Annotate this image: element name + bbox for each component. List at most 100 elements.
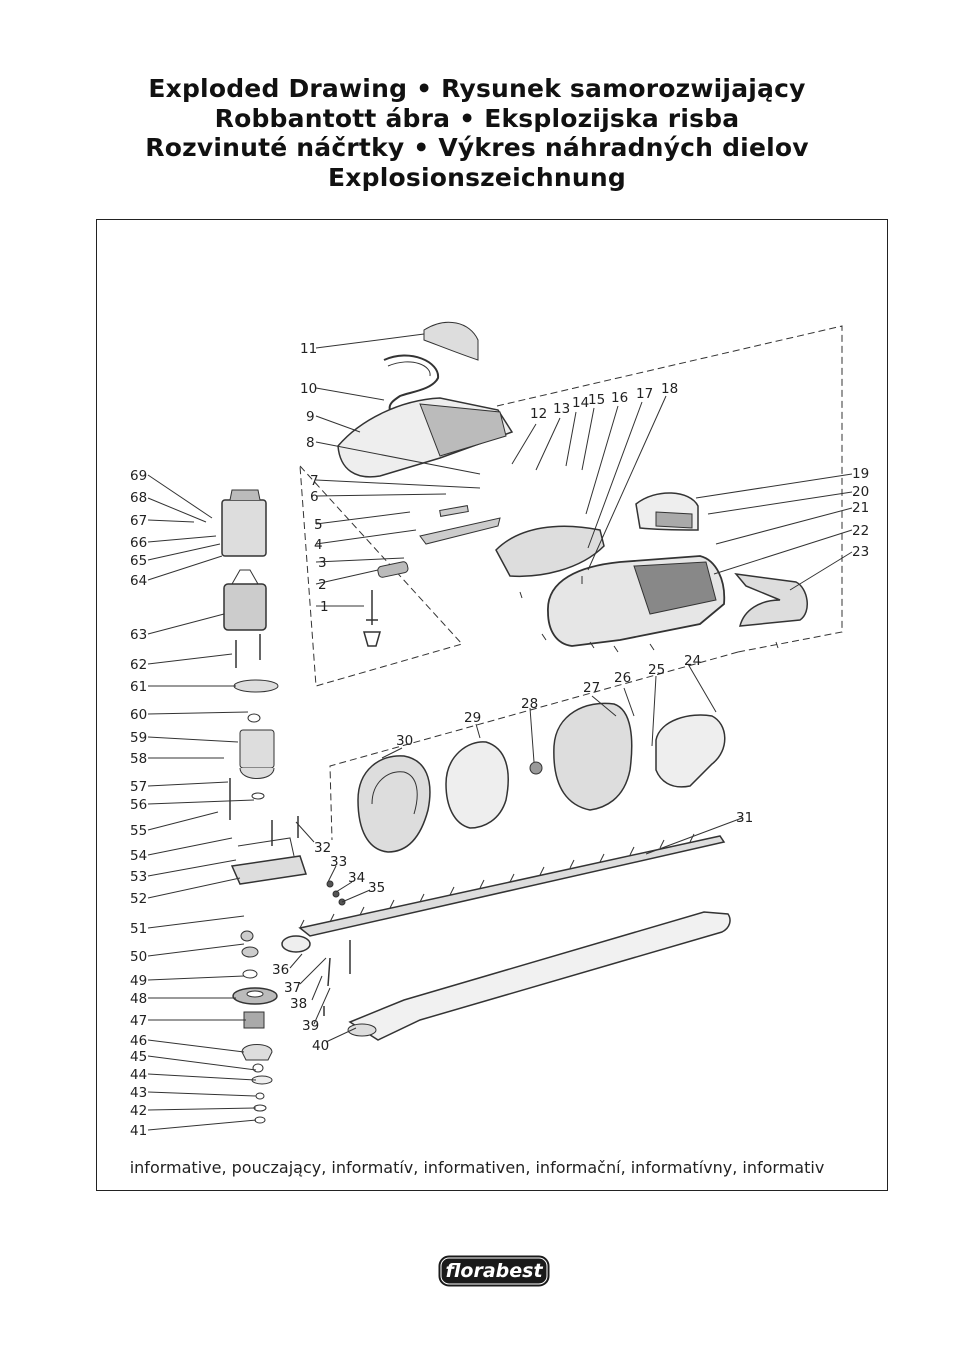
power-plug-part [363, 590, 381, 647]
part-label: 55 [130, 823, 147, 839]
strip-4-part [419, 517, 501, 545]
part-label: 66 [130, 535, 147, 551]
part-label: 14 [572, 395, 589, 411]
blade-ring-part [281, 935, 311, 953]
part-label: 31 [736, 810, 753, 826]
part-label: 11 [300, 341, 317, 357]
part-label: 69 [130, 468, 147, 484]
title-line-1: Exploded Drawing • Rysunek samorozwijają… [148, 74, 806, 103]
part-label: 15 [588, 392, 605, 408]
logo-badge [438, 1255, 550, 1287]
blade-guard-part [348, 911, 731, 1041]
part-label: 23 [852, 544, 869, 560]
gear-housing-part [239, 729, 275, 769]
part-label: 21 [852, 500, 869, 516]
part-label: 2 [318, 577, 327, 593]
switch-cover-part [423, 321, 479, 361]
title-line-4: Explosionszeichnung [328, 162, 626, 192]
part-label: 19 [852, 466, 869, 482]
part-label: 12 [530, 406, 547, 422]
part-label: 28 [521, 696, 538, 712]
part-label: 22 [852, 523, 869, 539]
part-label: 65 [130, 553, 147, 569]
part-label: 68 [130, 490, 147, 506]
part-label: 32 [314, 840, 331, 856]
title-line-3: Rozvinuté náčrtky • Výkres náhradných di… [145, 133, 809, 162]
part-label: 37 [284, 980, 301, 996]
part-label: 54 [130, 848, 147, 864]
part-label: 8 [306, 435, 315, 451]
part-label: 50 [130, 949, 147, 965]
part-label: 57 [130, 779, 147, 795]
logo-text: florabest [445, 1260, 543, 1282]
part-label: 45 [130, 1049, 147, 1065]
part-label: 4 [314, 537, 323, 553]
part-label: 62 [130, 657, 147, 673]
part-label: 47 [130, 1013, 147, 1029]
gear-carrier-part [230, 855, 307, 885]
part-label: 61 [130, 679, 147, 695]
part-label: 41 [130, 1123, 147, 1139]
bearing-plate-part [233, 679, 279, 693]
part-label: 42 [130, 1103, 147, 1119]
handle-half-29-part [445, 741, 509, 829]
part-label: 48 [130, 991, 147, 1007]
part-label: 44 [130, 1067, 147, 1083]
part-label: 18 [661, 381, 678, 397]
part-label: 17 [636, 386, 653, 402]
assembly-dashed-handle [329, 651, 739, 841]
spring-part [243, 1011, 265, 1029]
florabest-logo: florabest [438, 1255, 550, 1287]
part-label: 52 [130, 891, 147, 907]
assembly-dashed-right [496, 325, 843, 653]
title-line-2: Robbantott ábra • Eksplozijska risba [214, 103, 740, 133]
armature-part [223, 583, 267, 631]
part-label: 25 [648, 662, 665, 678]
inner-housing-part [495, 525, 605, 578]
part-label: 64 [130, 573, 147, 589]
drawing-frame [96, 219, 888, 1191]
part-label: 33 [330, 854, 347, 870]
part-label: 30 [396, 733, 413, 749]
part-label: 40 [312, 1038, 329, 1054]
part-label: 24 [684, 653, 701, 669]
footer-note: informative, pouczający, informatív, inf… [129, 1158, 825, 1177]
part-label: 46 [130, 1033, 147, 1049]
part-label: 51 [130, 921, 147, 937]
part-label: 56 [130, 797, 147, 813]
part-label: 53 [130, 869, 147, 885]
cable-sleeve-part [377, 561, 409, 578]
knob-28-part [529, 761, 543, 775]
part-label: 39 [302, 1018, 319, 1034]
handle-grip-30-part [357, 755, 431, 853]
front-handle-part [383, 354, 440, 411]
part-label: 60 [130, 707, 147, 723]
part-label: 36 [272, 962, 289, 978]
title-block: Exploded Drawing • Rysunek samorozwijają… [0, 74, 954, 192]
side-cover-part [734, 573, 808, 627]
hand-guard-part [655, 714, 726, 788]
part-label: 16 [611, 390, 628, 406]
part-label: 49 [130, 973, 147, 989]
part-label: 7 [310, 473, 319, 489]
part-label: 34 [348, 870, 365, 886]
part-label: 13 [553, 401, 570, 417]
motor-housing-part [221, 499, 267, 557]
part-label: 3 [318, 555, 327, 571]
part-label: 9 [306, 409, 315, 425]
part-label: 27 [583, 680, 600, 696]
handle-half-27-part [553, 702, 633, 811]
part-label: 63 [130, 627, 147, 643]
part-label: 59 [130, 730, 147, 746]
part-label: 67 [130, 513, 147, 529]
part-number-labels: 69 68 67 66 65 64 63 62 61 60 59 58 57 5… [130, 341, 869, 1139]
part-label: 20 [852, 484, 869, 500]
part-label: 26 [614, 670, 631, 686]
part-label: 38 [290, 996, 307, 1012]
cutting-blade-part [298, 835, 726, 937]
part-label: 6 [310, 489, 319, 505]
part-label: 1 [320, 599, 329, 615]
part-label: 10 [300, 381, 317, 397]
part-label: 58 [130, 751, 147, 767]
